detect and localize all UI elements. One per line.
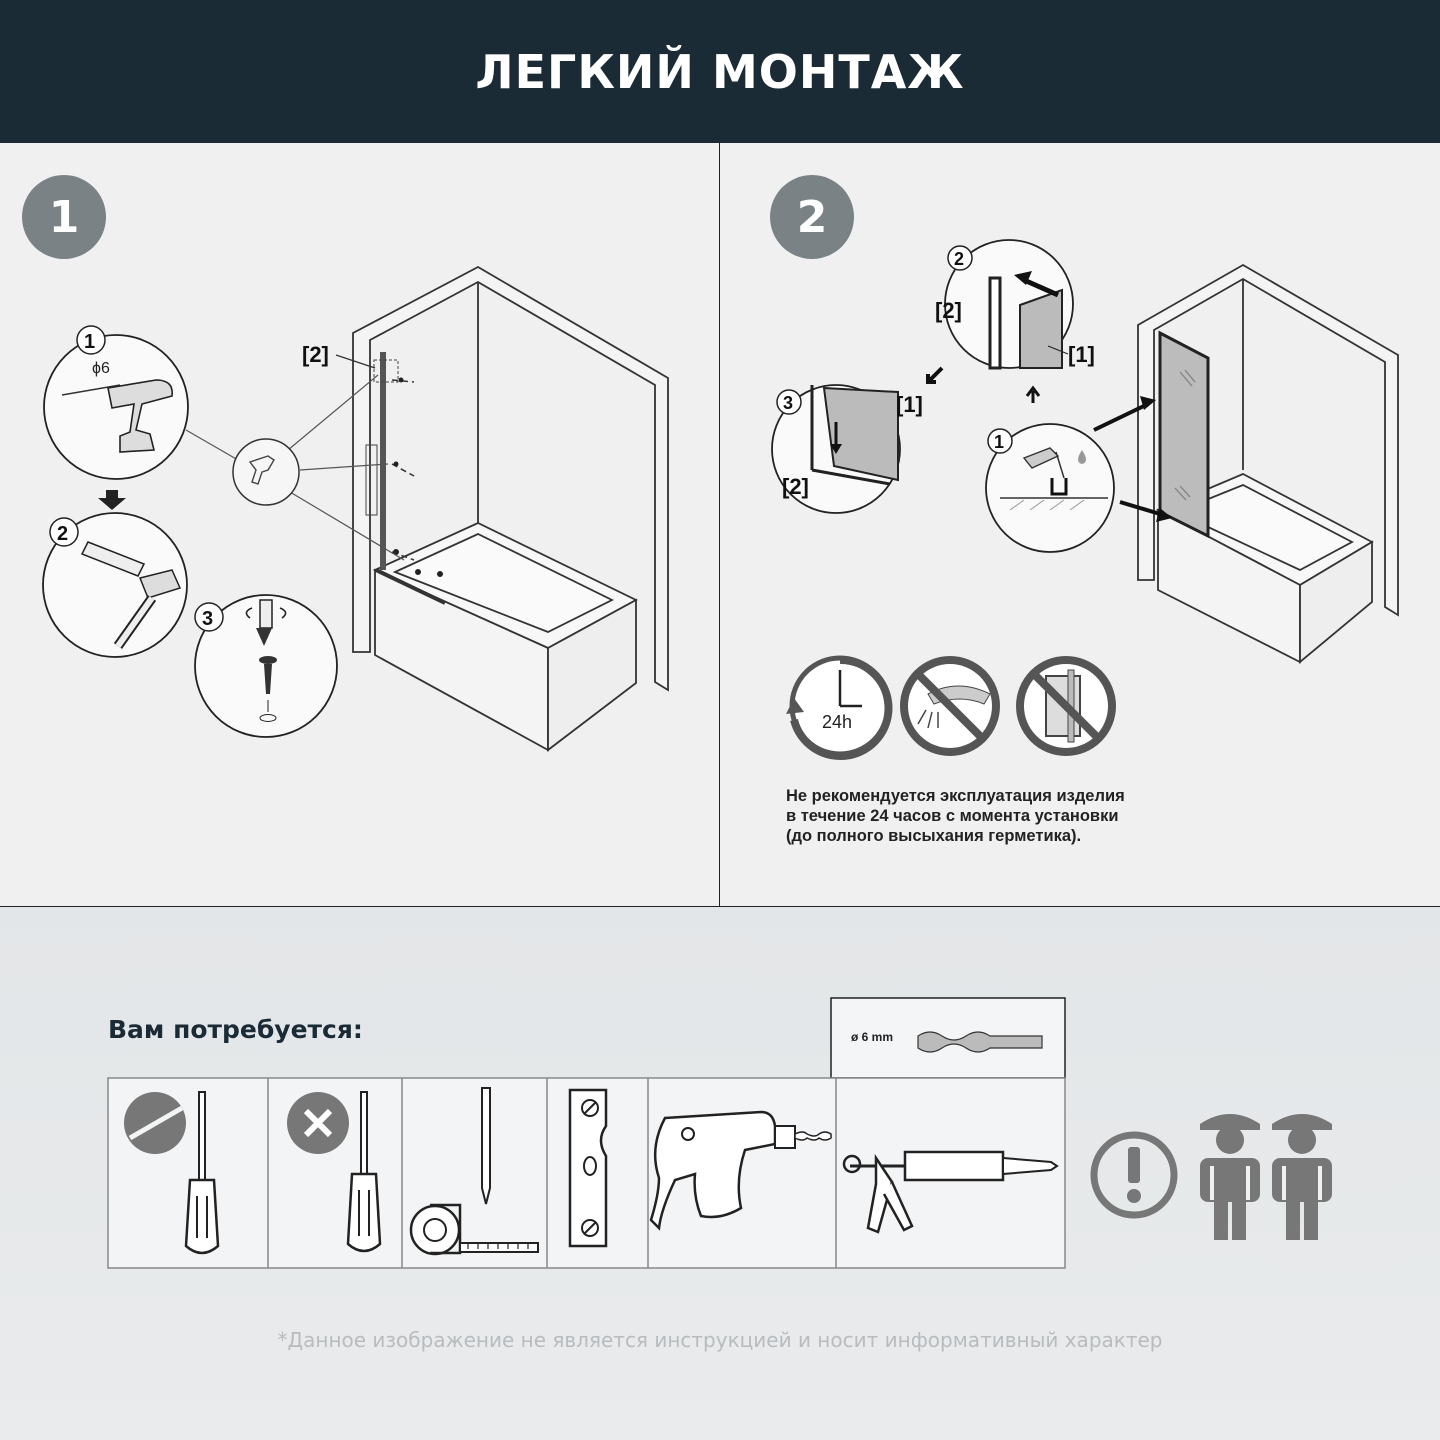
step2-callout-1: 1: [994, 432, 1004, 452]
header-bar: ЛЕГКИЙ МОНТАЖ: [0, 0, 1440, 143]
page-title: ЛЕГКИЙ МОНТАЖ: [475, 44, 965, 99]
step-2-badge: 2: [770, 175, 854, 259]
step2-callout-2: 2: [954, 249, 964, 269]
step-2-illustration: 2 [2] [1] 3 [1] [2] 1 24h: [771, 239, 1399, 760]
warning-line-3: (до полного высыхания герметика).: [786, 827, 1082, 845]
worker-icons: [1200, 1114, 1332, 1240]
step-1-badge: 1: [22, 175, 106, 259]
drill-bit-label: ø 6 mm: [851, 1030, 894, 1044]
footnote: *Данное изображение не является инструкц…: [277, 1328, 1163, 1352]
tools-title: Вам потребуется:: [108, 1015, 363, 1044]
warning-text: Не рекомендуется эксплуатация изделия в …: [786, 786, 1206, 846]
step1-part-label: [2]: [302, 342, 329, 367]
warning-line-2: в течение 24 часов с момента установки: [786, 807, 1119, 825]
warning-line-1: Не рекомендуется эксплуатация изделия: [786, 787, 1125, 805]
step1-drill-size: ϕ6: [92, 360, 110, 377]
step2-label-2-left: [2]: [782, 474, 809, 499]
step2-label-2-top: [2]: [935, 298, 962, 323]
horizontal-divider: [0, 906, 1440, 907]
step1-callout-2: 2: [57, 523, 68, 545]
step1-callout-1: 1: [84, 331, 95, 353]
step1-callout-3: 3: [202, 608, 213, 630]
vertical-divider: [719, 143, 720, 906]
step2-label-1-left: [1]: [896, 392, 923, 417]
step-1-illustration: [2] 1 ϕ6 2 3: [42, 265, 669, 752]
time-label: 24h: [822, 712, 852, 732]
tools-illustration: [107, 997, 1332, 1269]
step2-callout-3: 3: [783, 393, 793, 413]
step2-label-1-top: [1]: [1068, 342, 1095, 367]
